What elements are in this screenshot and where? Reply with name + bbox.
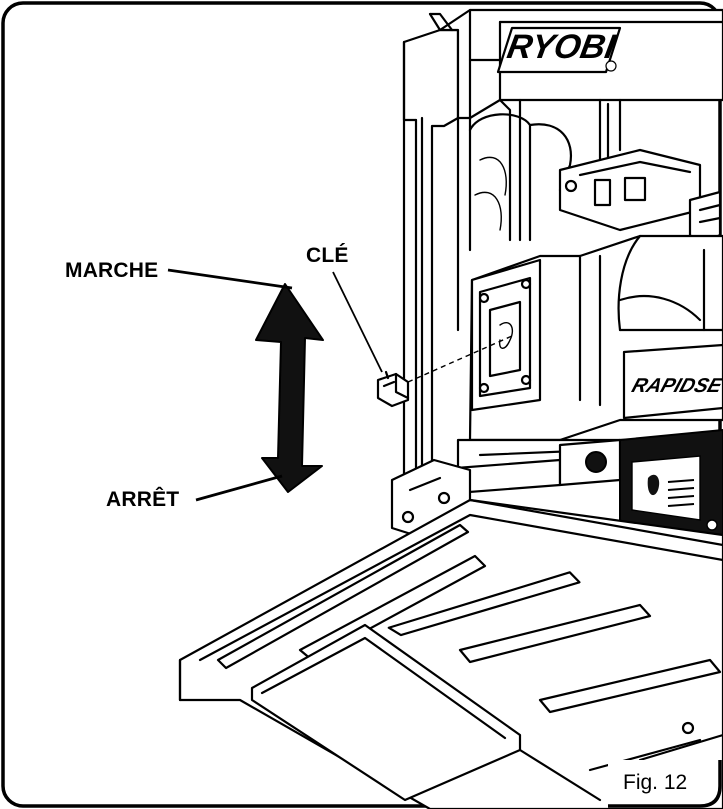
cle-label: CLÉ	[306, 244, 349, 267]
figure-label-box	[608, 760, 720, 805]
product-plate	[622, 343, 723, 420]
key-body	[376, 372, 410, 408]
brand-plate	[496, 26, 622, 74]
figure-label: Fig. 12	[623, 771, 687, 794]
brand-logo: RYOBI	[504, 28, 619, 66]
product-mark: RAPIDSE	[629, 374, 723, 396]
key-insertion-line	[407, 335, 513, 383]
infeed-table	[178, 498, 723, 809]
planer-machine: RYOBI RAPIDSE	[390, 8, 723, 556]
double-arrow-icon	[255, 283, 324, 493]
knob	[585, 451, 607, 473]
cle-leader-line	[332, 271, 383, 373]
arret-label: ARRÊT	[106, 487, 179, 511]
marche-leader-line	[167, 268, 293, 290]
switch-key	[376, 335, 513, 408]
marche-label: MARCHE	[65, 259, 158, 282]
switch-key-slot	[488, 300, 522, 378]
arret-leader-line	[195, 474, 283, 502]
